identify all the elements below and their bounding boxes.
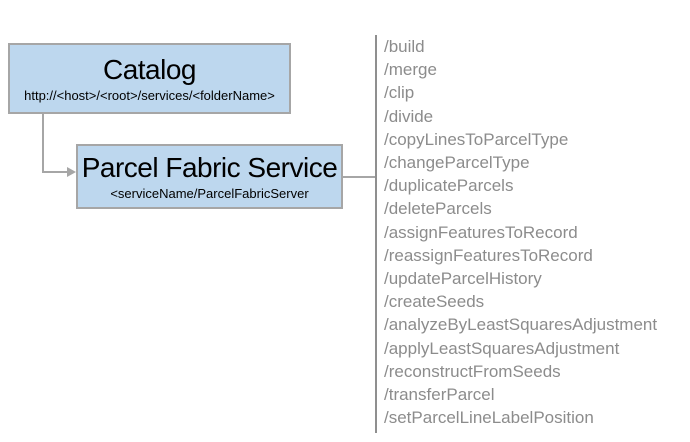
catalog-url-pattern: http://<host>/<root>/services/<folderNam… bbox=[24, 87, 275, 103]
parcel-fabric-service-box: Parcel Fabric Service <serviceName/Parce… bbox=[76, 144, 343, 209]
service-name-pattern: <serviceName/ParcelFabricServer bbox=[110, 185, 309, 201]
operation-item: /clip bbox=[384, 83, 415, 103]
operation-item: /build bbox=[384, 37, 425, 56]
operation-item: /changeParcelType bbox=[384, 153, 530, 173]
service-title: Parcel Fabric Service bbox=[81, 151, 338, 183]
operation-item: /reassignFeaturesToRecord bbox=[384, 245, 593, 265]
operation-item: /deleteParcels bbox=[384, 199, 492, 219]
operation-item: /copyLinesToParcelType bbox=[384, 129, 569, 149]
arrowhead-icon bbox=[67, 167, 76, 177]
operations-divider-line bbox=[375, 35, 377, 433]
operation-item: /divide bbox=[384, 106, 434, 126]
operation-item: /analyzeByLeastSquaresAdjustment bbox=[384, 315, 658, 335]
operation-item: /duplicateParcels bbox=[384, 176, 514, 196]
operation-item: /setParcelLineLabelPosition bbox=[384, 408, 594, 428]
service-to-operations-connector bbox=[343, 176, 375, 178]
catalog-title: Catalog bbox=[102, 53, 197, 85]
catalog-box: Catalog http://<host>/<root>/services/<f… bbox=[8, 43, 291, 114]
operation-item: /createSeeds bbox=[384, 292, 485, 312]
operations-list: /build/merge/clip/divide/copyLinesToParc… bbox=[384, 35, 690, 429]
operation-item: /merge bbox=[384, 60, 437, 80]
catalog-to-service-connector-horizontal bbox=[42, 171, 68, 173]
operation-item: /assignFeaturesToRecord bbox=[384, 222, 578, 242]
catalog-to-service-connector-vertical bbox=[42, 114, 44, 173]
operation-item: /transferParcel bbox=[384, 385, 495, 405]
operation-item: /updateParcelHistory bbox=[384, 269, 542, 289]
operation-item: /applyLeastSquaresAdjustment bbox=[384, 338, 620, 358]
operation-item: /reconstructFromSeeds bbox=[384, 361, 561, 381]
